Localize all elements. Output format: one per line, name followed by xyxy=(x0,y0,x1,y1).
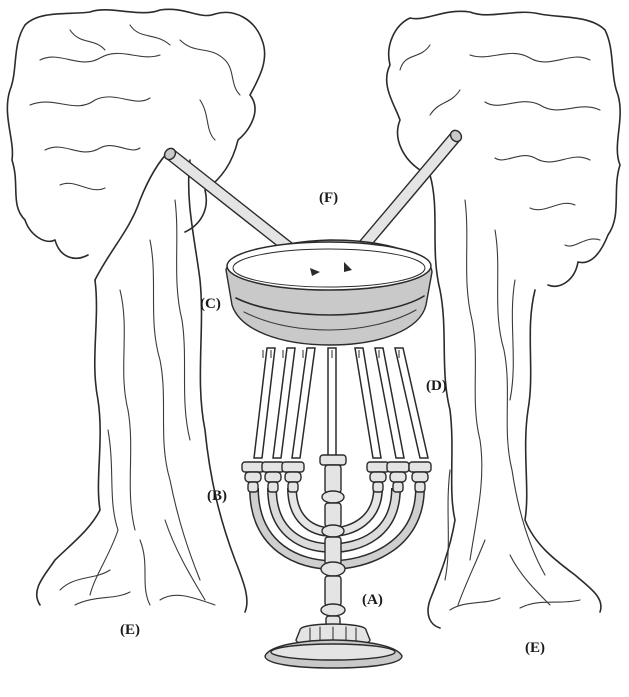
light-channels xyxy=(254,348,428,458)
label-c-bowl: (C) xyxy=(200,296,221,313)
left-olive-tree xyxy=(7,9,264,612)
menorah-cup xyxy=(387,462,409,492)
menorah-base xyxy=(265,624,402,668)
label-b-branches: (B) xyxy=(207,488,227,505)
oil-bowl xyxy=(226,240,432,345)
label-a-menorah: (A) xyxy=(362,592,383,609)
label-e-left-tree: (E) xyxy=(120,622,140,639)
label-e-right-tree: (E) xyxy=(525,640,545,657)
menorah-cup xyxy=(409,462,431,492)
menorah-cup xyxy=(262,462,284,492)
menorah-central-shaft xyxy=(320,455,346,628)
menorah-cup xyxy=(367,462,389,492)
right-olive-tree xyxy=(387,11,621,628)
menorah-cup xyxy=(242,462,264,492)
label-d-light-channels: (D) xyxy=(426,378,447,395)
label-f-pipes: (F) xyxy=(319,190,338,207)
menorah xyxy=(242,455,431,668)
menorah-cup xyxy=(282,462,304,492)
